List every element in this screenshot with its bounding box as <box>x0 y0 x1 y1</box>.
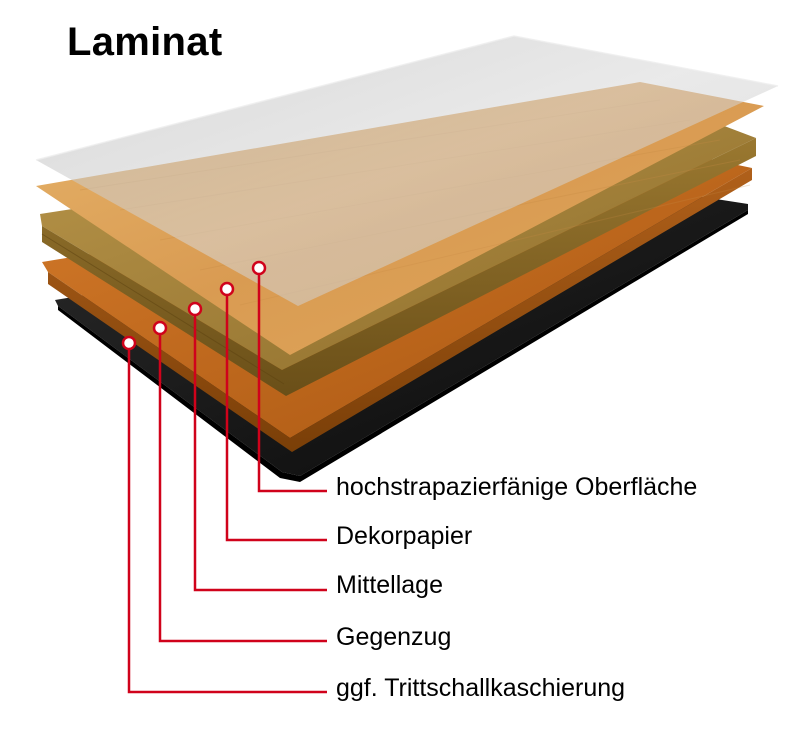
callout-line-surface <box>257 268 327 493</box>
callout-marker-underlay <box>121 335 137 351</box>
callout-marker-backing <box>152 320 168 336</box>
callout-lines <box>127 268 327 694</box>
layer-wear-surface <box>35 35 779 306</box>
callout-marker-surface <box>251 260 267 276</box>
callout-marker-decor <box>219 281 235 297</box>
callout-markers <box>121 260 267 351</box>
label-core: Mittellage <box>336 571 443 599</box>
label-decor-paper: Dekorpapier <box>336 522 473 550</box>
callout-line-backing <box>158 328 327 643</box>
label-backing: Gegenzug <box>336 623 452 651</box>
callout-marker-core <box>187 301 203 317</box>
callout-line-core <box>193 309 327 592</box>
diagram-title: Laminat <box>67 20 223 64</box>
label-underlay: ggf. Trittschallkaschierung <box>336 674 626 702</box>
callout-line-underlay <box>127 343 327 694</box>
label-wear-surface: hochstrapazierfänige Oberfläche <box>336 473 698 501</box>
callout-line-decor <box>225 289 327 542</box>
